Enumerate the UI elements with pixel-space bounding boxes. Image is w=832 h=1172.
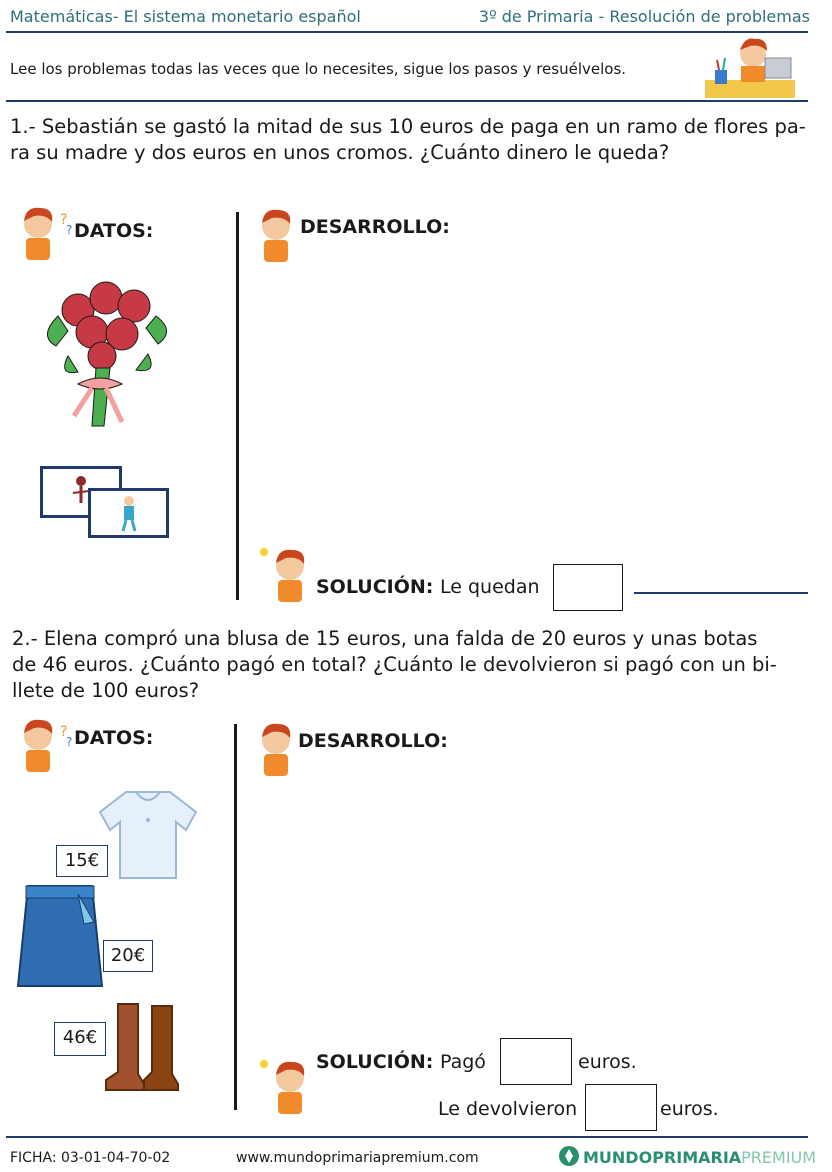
header-grade: 3º de Primaria - Resolución de problemas — [478, 7, 810, 26]
sticker-card-2 — [88, 488, 169, 538]
instructions-rule — [6, 100, 808, 102]
problem-2-datos-label: DATOS: — [74, 727, 154, 749]
problem-1-answer-box[interactable] — [553, 564, 623, 611]
boy-desarrollo-icon — [262, 723, 291, 776]
problem-1-solucion-label: SOLUCIÓN: — [316, 576, 434, 598]
problem-2-change-answer-box[interactable] — [585, 1084, 657, 1131]
problem-2-solucion-label: SOLUCIÓN: — [316, 1051, 434, 1073]
problem-2-euros-2: euros. — [660, 1098, 719, 1120]
problem-2-text-line-1: 2.- Elena compró una blusa de 15 euros, … — [12, 627, 758, 650]
instructions: Lee los problemas todas las veces que lo… — [10, 60, 627, 78]
problem-2-desarrollo-label: DESARROLLO: — [298, 730, 448, 752]
footer-url[interactable]: www.mundoprimariapremium.com — [236, 1150, 479, 1166]
problem-2-total-answer-box[interactable] — [500, 1038, 572, 1085]
svg-text:?: ? — [66, 223, 72, 237]
brand-name-main: MUNDOPRIMARIA — [583, 1148, 742, 1167]
boy-at-desk-illustration — [705, 38, 795, 98]
problem-1-datos-label: DATOS: — [74, 220, 154, 242]
blouse-price-tag: 15€ — [56, 845, 108, 877]
problem-1-text-line-1: 1.- Sebastián se gastó la mitad de sus 1… — [10, 115, 806, 138]
problem-1-solucion-text: Le quedan — [440, 576, 540, 598]
brand-name: MUNDOPRIMARIAPREMIUM — [583, 1148, 816, 1167]
svg-text:?: ? — [60, 724, 67, 740]
svg-text:?: ? — [60, 212, 67, 228]
brand-logo-icon — [559, 1146, 579, 1166]
thinking-boy-icon: ? ? — [24, 207, 72, 260]
skirt-illustration — [16, 885, 104, 987]
boy-lightbulb-icon — [260, 548, 305, 602]
problem-1-desarrollo-label: DESARROLLO: — [300, 216, 450, 238]
skirt-price-tag: 20€ — [103, 940, 153, 972]
blouse-illustration — [98, 791, 198, 879]
header-rule — [6, 31, 808, 33]
boy-desarrollo-icon — [262, 209, 291, 262]
problem-2-text-line-3: llete de 100 euros? — [12, 679, 200, 702]
boots-price-tag: 46€ — [54, 1022, 106, 1056]
problem-1-text-line-2: ra su madre y dos euros en unos cromos. … — [10, 141, 670, 164]
rose-bouquet-illustration — [47, 281, 167, 427]
problem-1-divider — [236, 212, 239, 600]
problem-2-devolvieron-text: Le devolvieron — [438, 1098, 578, 1120]
boots-illustration — [105, 1003, 179, 1091]
brand-name-accent: PREMIUM — [741, 1148, 817, 1167]
footer-rule — [6, 1136, 808, 1138]
problem-2-divider — [234, 724, 237, 1110]
problem-2-pago-text: Pagó — [440, 1051, 486, 1073]
boy-lightbulb-icon — [260, 1060, 305, 1114]
problem-2-euros-1: euros. — [578, 1051, 637, 1073]
header-subject: Matemáticas- El sistema monetario españo… — [10, 7, 361, 26]
footer-ficha-code: FICHA: 03-01-04-70-02 — [10, 1150, 171, 1166]
thinking-boy-icon: ? ? — [24, 719, 72, 772]
problem-2-text-line-2: de 46 euros. ¿Cuánto pagó en total? ¿Cuá… — [12, 653, 777, 676]
problem-1-answer-line[interactable] — [634, 592, 808, 594]
svg-text:?: ? — [66, 735, 72, 749]
